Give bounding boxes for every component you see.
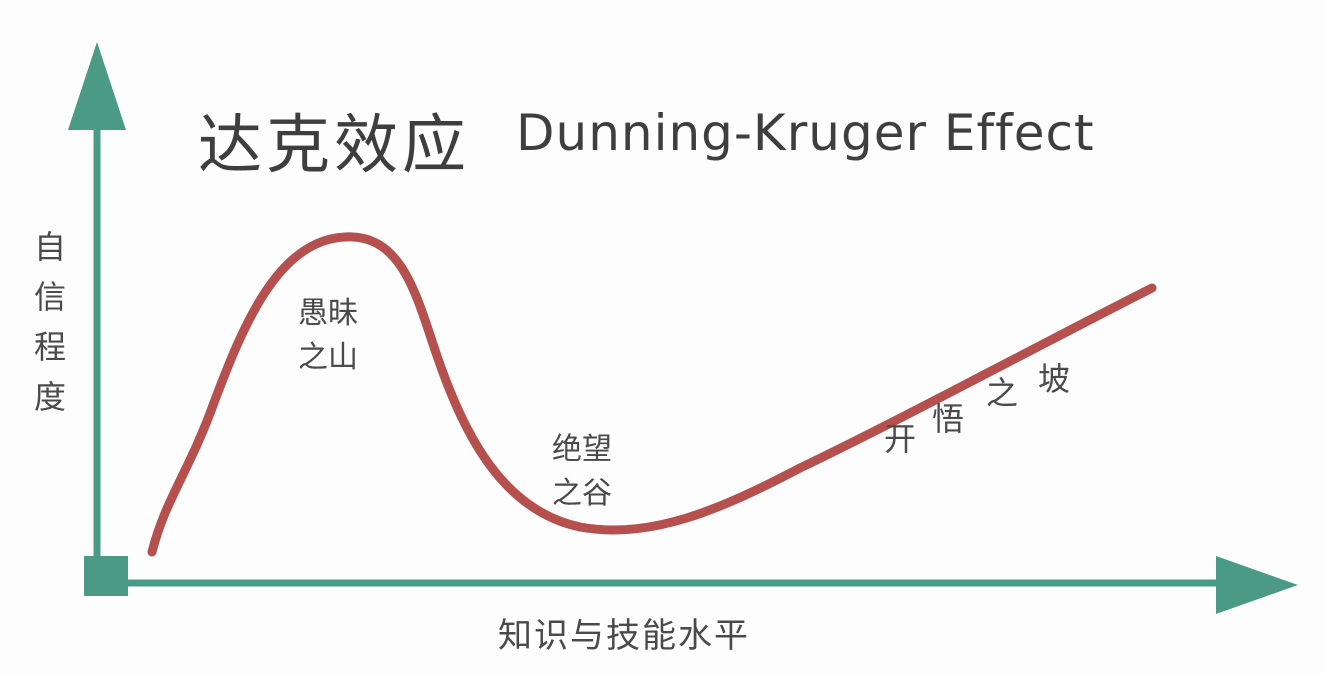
slope-label-char: 之 — [986, 374, 1019, 412]
valley-stage-label: 绝望 之谷 — [552, 428, 612, 516]
title-chinese: 达克效应 — [198, 109, 470, 183]
slope-label-char: 开 — [884, 420, 917, 458]
slope-label-char: 悟 — [932, 400, 965, 438]
valley-label-line2: 之谷 — [552, 476, 612, 511]
x-axis-arrowhead — [1216, 556, 1298, 614]
valley-label-line1: 绝望 — [552, 432, 612, 467]
confidence-curve — [147, 232, 1157, 557]
slope-label-char: 坡 — [1038, 360, 1071, 398]
x-axis-label: 知识与技能水平 — [498, 616, 750, 656]
title-english: Dunning-Kruger Effect — [516, 104, 1095, 162]
peak-label-line1: 愚昧 — [298, 296, 358, 331]
y-axis-arrowhead — [68, 42, 126, 130]
peak-stage-label: 愚昧 之山 — [298, 292, 358, 380]
origin-square — [84, 556, 128, 596]
y-axis-label: 自信程度 — [33, 228, 66, 416]
peak-label-line2: 之山 — [298, 340, 358, 375]
